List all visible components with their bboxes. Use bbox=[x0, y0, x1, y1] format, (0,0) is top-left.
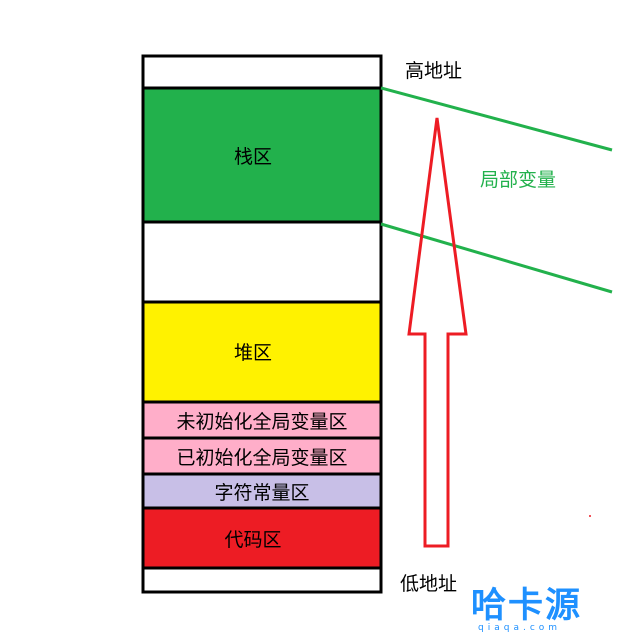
local-var-lower-line bbox=[380, 222, 613, 294]
address-direction-arrow bbox=[407, 117, 468, 548]
code-label: 代码区 bbox=[224, 529, 281, 551]
high-address-label: 高地址 bbox=[405, 60, 462, 82]
local-var-upper-line bbox=[380, 86, 613, 152]
rodata-label: 字符常量区 bbox=[214, 482, 309, 504]
watermark-text: 哈卡源 bbox=[471, 586, 582, 626]
segment-top-blank bbox=[141, 54, 383, 90]
low-address-label: 低地址 bbox=[400, 573, 457, 595]
watermark-subtext: qiaqa.com bbox=[478, 623, 561, 632]
segment-stack bbox=[141, 86, 383, 224]
segment-heap bbox=[141, 300, 383, 404]
stray-dot bbox=[589, 515, 591, 517]
heap-label: 堆区 bbox=[234, 342, 272, 364]
segment-gap bbox=[141, 220, 383, 304]
bss-label: 未初始化全局变量区 bbox=[176, 411, 347, 433]
segment-code bbox=[141, 506, 383, 570]
segment-bottom-blank bbox=[141, 566, 383, 594]
stack-label: 栈区 bbox=[234, 146, 272, 168]
segment-data bbox=[141, 436, 383, 476]
local-variables-label: 局部变量 bbox=[480, 169, 556, 191]
watermark-logo: 哈卡源 qiaqa.com bbox=[471, 586, 582, 632]
memory-column bbox=[141, 54, 383, 594]
data-label: 已初始化全局变量区 bbox=[176, 447, 347, 469]
